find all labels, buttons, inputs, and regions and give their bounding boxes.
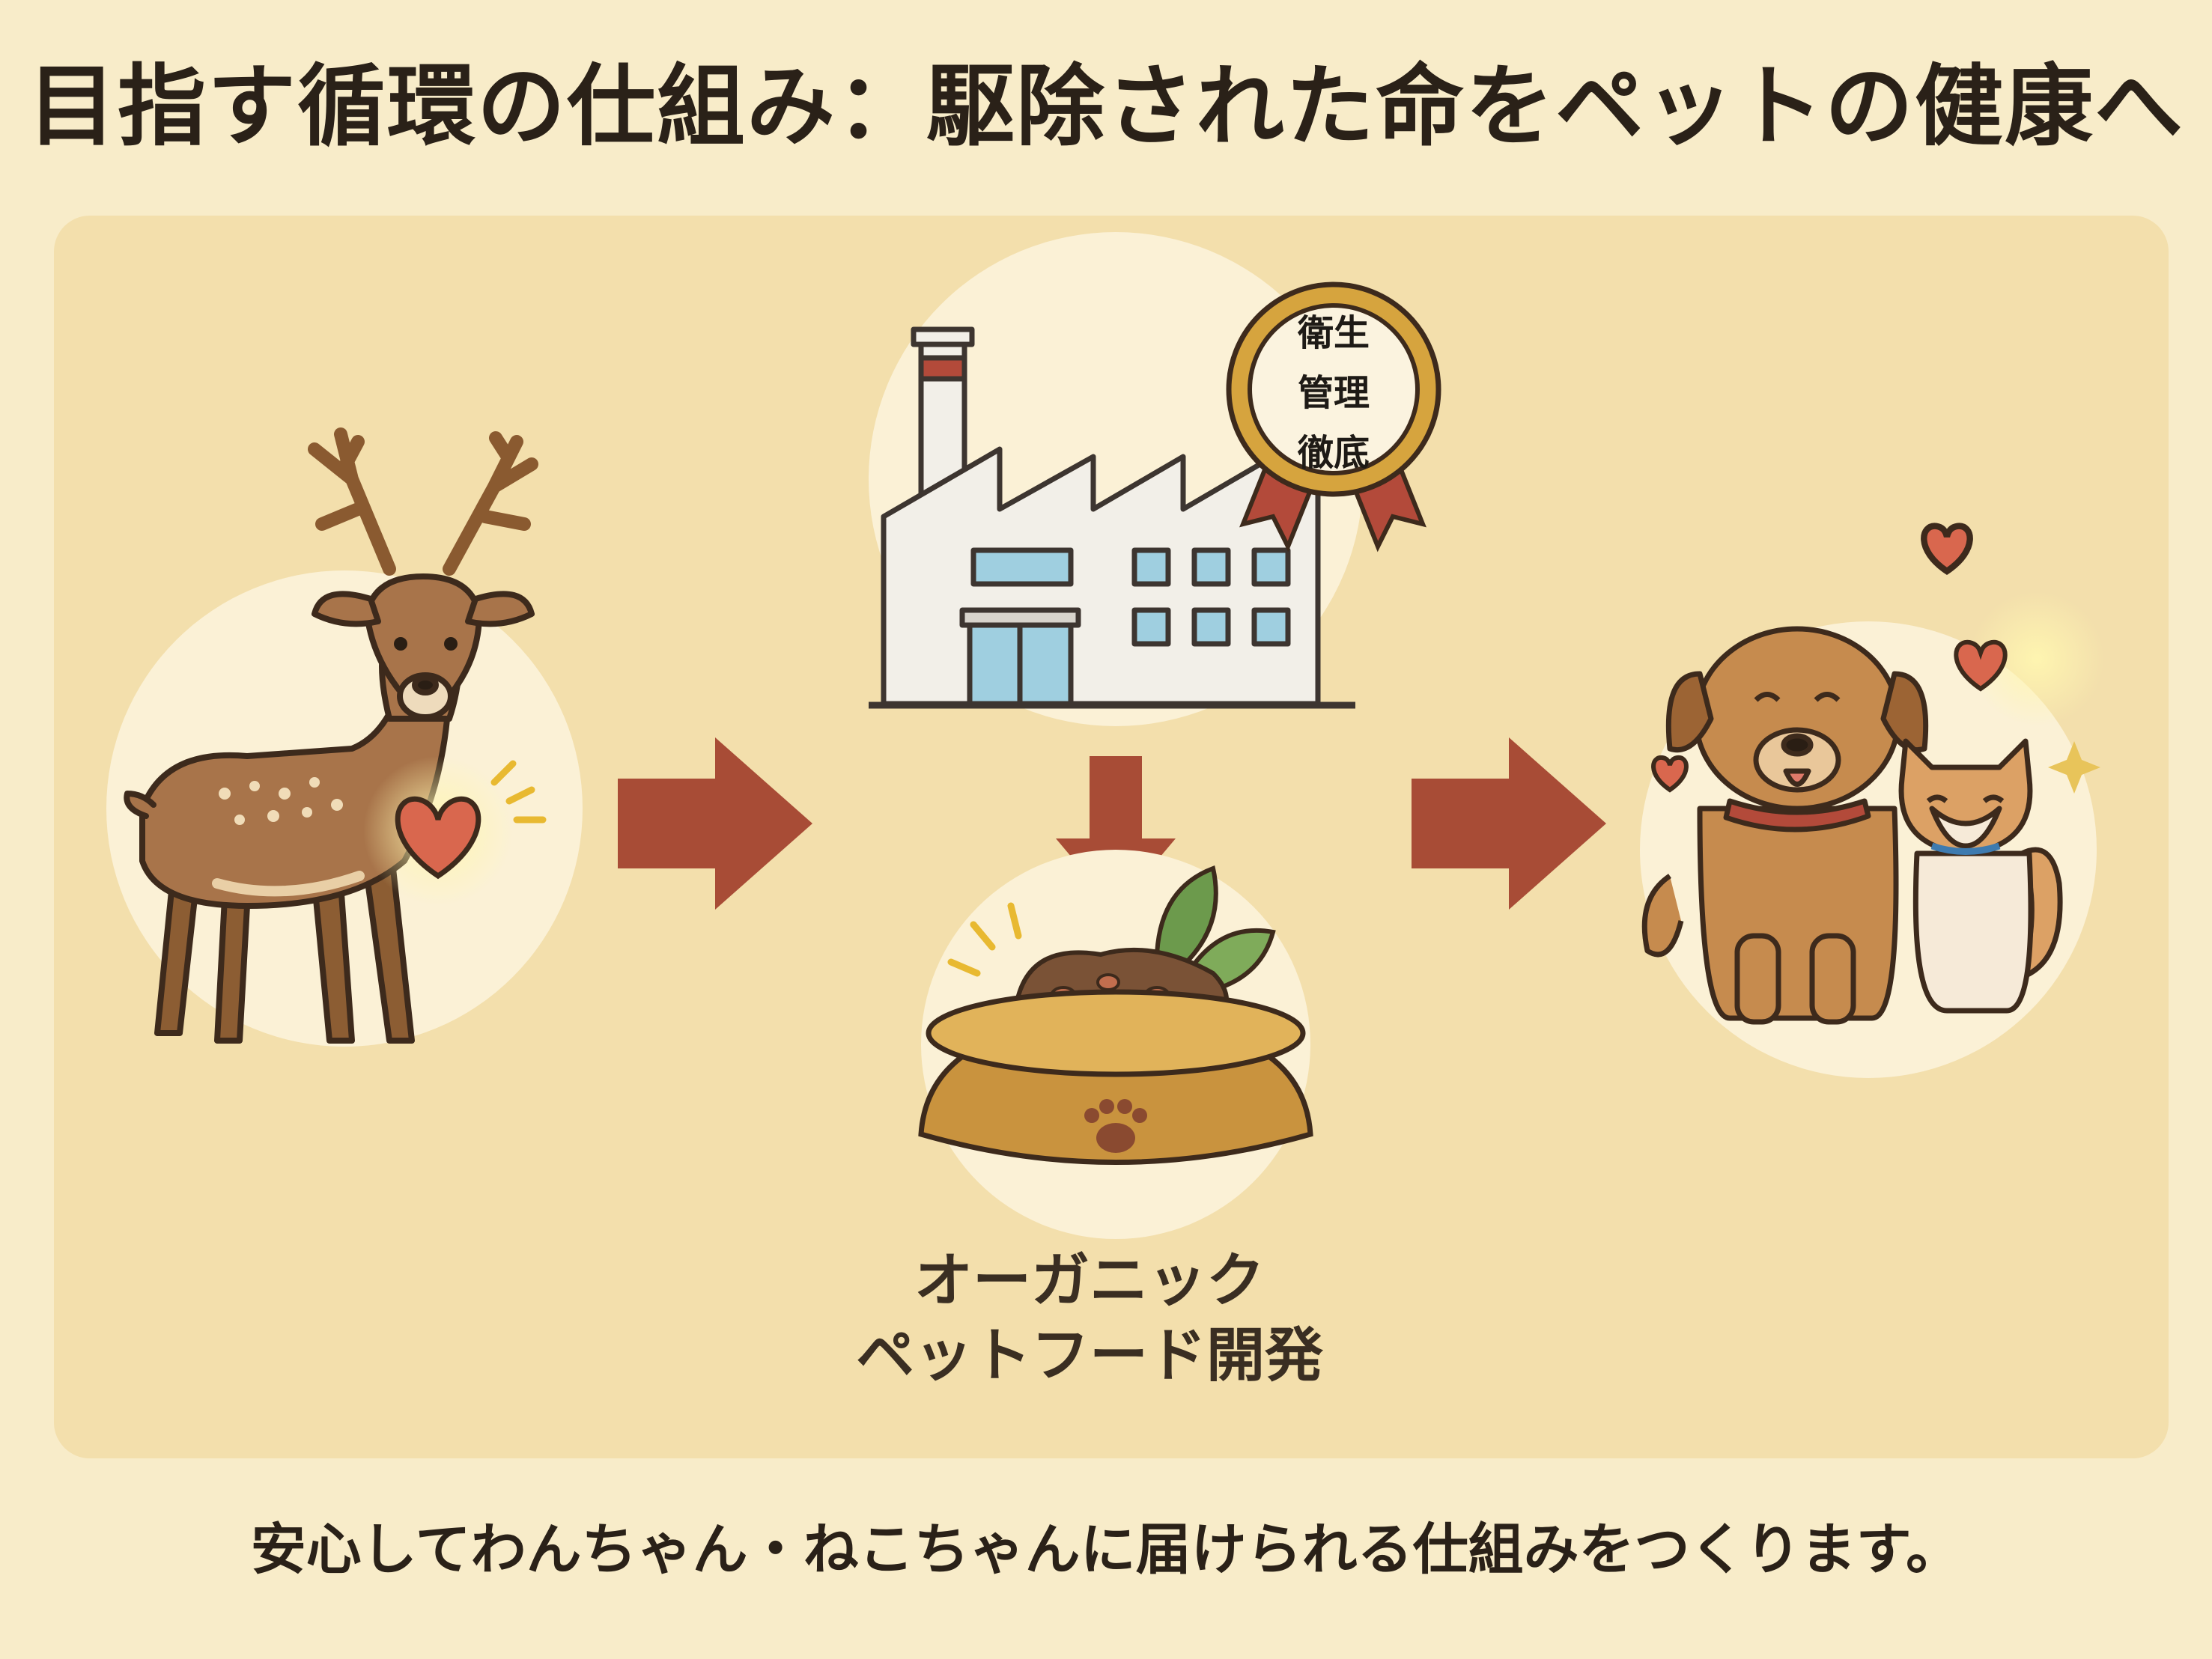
factory-node [869, 232, 1441, 726]
badge-line: 管理 [1297, 372, 1370, 414]
factory-icon [869, 326, 1355, 709]
food-caption-line1: オーガニック [914, 1247, 1265, 1315]
certification-badge-icon [1226, 281, 1441, 553]
badge-line: 徹底 [1297, 432, 1370, 474]
arrow-right-icon [1412, 737, 1606, 910]
paw-icon [1084, 1099, 1147, 1153]
heart-icon [395, 796, 481, 880]
food-caption: オーガニック ペットフード開発 [749, 1244, 1430, 1394]
arrow-right-icon [618, 737, 812, 910]
food-caption-line2: ペットフード開発 [855, 1321, 1323, 1389]
cat-icon [1898, 738, 2063, 1014]
badge-label: 衛生 管理 徹底 [1247, 303, 1421, 483]
page-title: 目指す循環の仕組み：駆除された命をペットの健康へ [27, 55, 2184, 158]
deer-node [106, 427, 583, 1047]
badge-line: 衛生 [1297, 312, 1370, 354]
pet-food-bowl-icon [918, 989, 1313, 1165]
food-node [918, 850, 1313, 1239]
pets-node [1640, 523, 2104, 1078]
footer-text: 安心してわんちゃん・ねこちゃんに届けられる仕組みをつくります。 [250, 1518, 1962, 1582]
dog-icon [1641, 626, 1929, 1025]
